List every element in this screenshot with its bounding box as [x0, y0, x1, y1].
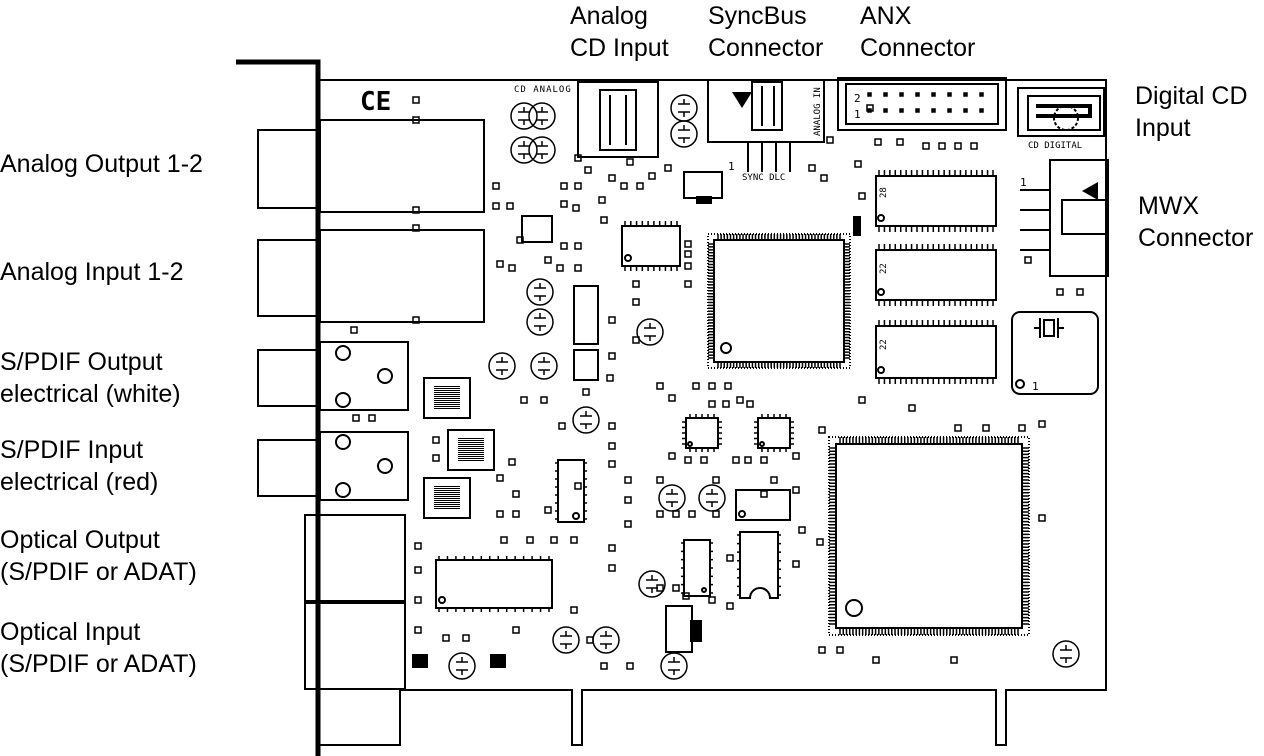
dsp-chip-bottom [828, 436, 1030, 636]
switch-2 [665, 605, 693, 653]
memory-chip-3 [875, 325, 997, 379]
optical-input-jack [304, 602, 406, 690]
board-outline [320, 79, 1107, 746]
digital-cd-connector [1017, 87, 1105, 137]
ram-3-number: 22 [879, 339, 889, 350]
ic-qfp-1 [685, 417, 719, 449]
cd-analog-silk: CD ANALOG [514, 85, 572, 95]
mwx-connector [1020, 159, 1109, 277]
dsp-chip-top [707, 233, 851, 369]
transformer-3 [423, 477, 471, 519]
pci-bracket [236, 59, 321, 756]
ic-small-top [621, 225, 681, 267]
switch-1 [683, 171, 723, 199]
ic-qfp-2 [757, 417, 791, 449]
analog-cd-connector [577, 81, 659, 158]
ic-vertical-3 [557, 459, 585, 523]
spdif-output-jack [257, 341, 409, 411]
cd-digital-silk: CD DIGITAL [1028, 141, 1082, 151]
sync-dlc-silk: SYNC DLC [742, 173, 785, 183]
ic-horizontal [735, 489, 791, 521]
transformer-2 [447, 429, 495, 471]
analog-in-silk: ANALOG IN [813, 87, 823, 136]
ic-vertical-2 [573, 349, 599, 381]
syncbus-connector [707, 79, 825, 172]
osc-pin-1: 1 [1032, 380, 1039, 393]
ram-1-number: 28 [879, 187, 889, 198]
sync-pin-1: 1 [728, 160, 735, 173]
analog-output-jack [257, 119, 485, 213]
anx-pin-1: 1 [854, 108, 861, 121]
ram-2-number: 22 [879, 263, 889, 274]
label-analog-output: Analog Output 1-2 [0, 150, 203, 178]
ce-mark: CE [360, 87, 391, 117]
spdif-input-jack [257, 431, 409, 501]
mwx-pin-1: 1 [1020, 176, 1027, 189]
ic-dip-2 [739, 531, 779, 599]
optical-output-jack [304, 514, 406, 602]
label-optical-input: Optical Input(S/PDIF or ADAT) [0, 618, 197, 678]
ic-dip-1 [683, 539, 711, 597]
label-analog-input: Analog Input 1-2 [0, 258, 184, 286]
ic-vertical-1 [573, 285, 599, 345]
memory-chip-1 [875, 175, 997, 227]
anx-pin-2: 2 [854, 92, 861, 105]
analog-input-jack [257, 229, 485, 323]
memory-chip-2 [875, 249, 997, 301]
label-optical-output: Optical Output(S/PDIF or ADAT) [0, 526, 197, 586]
ic-long [435, 559, 553, 609]
ic-square [521, 215, 553, 243]
oscillator [1011, 311, 1099, 395]
anx-connector [837, 77, 1007, 131]
transformer-1 [423, 377, 471, 419]
